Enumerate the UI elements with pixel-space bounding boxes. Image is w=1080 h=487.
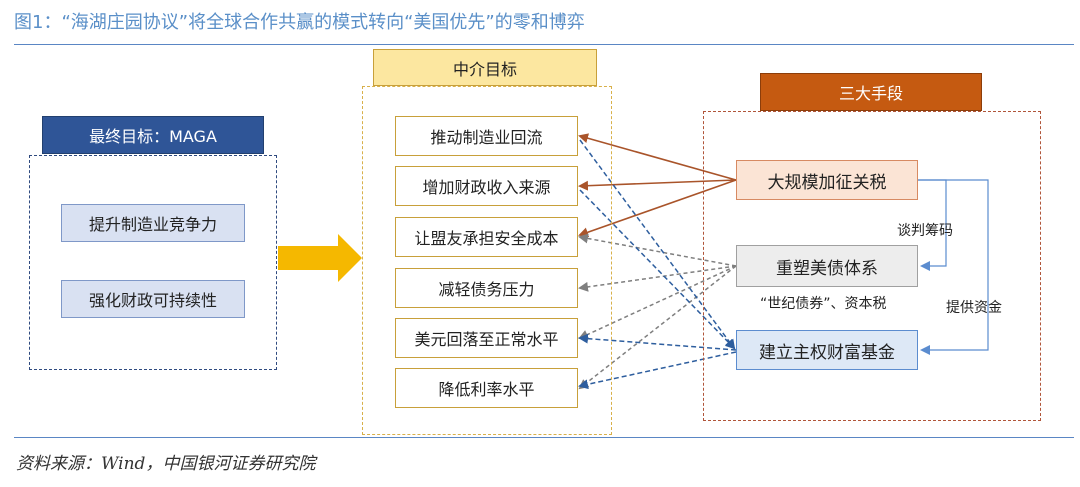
- tariff-to-reshoring-arrow: [578, 133, 737, 181]
- fund-to-reshoring-arrow: [579, 139, 736, 350]
- ultimate-goal-group: [29, 155, 277, 370]
- funding-label: 提供资金: [946, 300, 1002, 316]
- century-bond-label: “世纪债券”、资本税: [760, 296, 887, 312]
- big-arrow: [278, 234, 362, 282]
- fund-to-dollar-arrow: [578, 333, 737, 351]
- figure-title: 图1：“海湖庄园协议”将全球合作共赢的模式转向“美国优先”的零和博弈: [14, 12, 585, 33]
- negotiation-label: 谈判筹码: [897, 223, 953, 239]
- ultimate-goal-item: 强化财政可持续性: [61, 280, 245, 318]
- intermediate-goal-item: 推动制造业回流: [395, 116, 578, 156]
- intermediate-goal-group: [362, 86, 612, 435]
- means-group: [703, 111, 1041, 421]
- intermediate-goal-item: 让盟友承担安全成本: [395, 217, 578, 257]
- tariff-to-allies-arrow: [578, 179, 737, 238]
- source-note: 资料来源：Wind，中国银河证券研究院: [16, 454, 316, 474]
- fund-to-rate-arrow: [578, 351, 737, 390]
- debt-system-box: 重塑美债体系: [736, 245, 918, 287]
- intermediate-goal-item: 减轻债务压力: [395, 268, 578, 308]
- footer-rule: [14, 437, 1074, 438]
- intermediate-goal-item: 增加财政收入来源: [395, 166, 578, 206]
- debt-to-debtpressure-arrow: [578, 265, 737, 292]
- debt-to-rate-arrow: [578, 265, 737, 390]
- funding-connector: [918, 179, 989, 355]
- intermediate-goal-item: 降低利率水平: [395, 368, 578, 408]
- ultimate-goal-header: 最终目标：MAGA: [42, 116, 264, 154]
- means-header: 三大手段: [760, 73, 982, 111]
- debt-to-allies-arrow: [578, 233, 737, 267]
- title-rule: [14, 44, 1074, 45]
- intermediate-goal-item: 美元回落至正常水平: [395, 318, 578, 358]
- sovereign-fund-box: 建立主权财富基金: [736, 330, 918, 370]
- tariff-box: 大规模加征关税: [736, 160, 918, 200]
- debt-to-dollar-arrow: [578, 265, 737, 340]
- fund-to-revenue-arrow: [579, 189, 736, 350]
- ultimate-goal-item: 提升制造业竞争力: [61, 204, 245, 242]
- intermediate-goal-header: 中介目标: [373, 49, 597, 86]
- tariff-to-revenue-arrow: [578, 179, 737, 191]
